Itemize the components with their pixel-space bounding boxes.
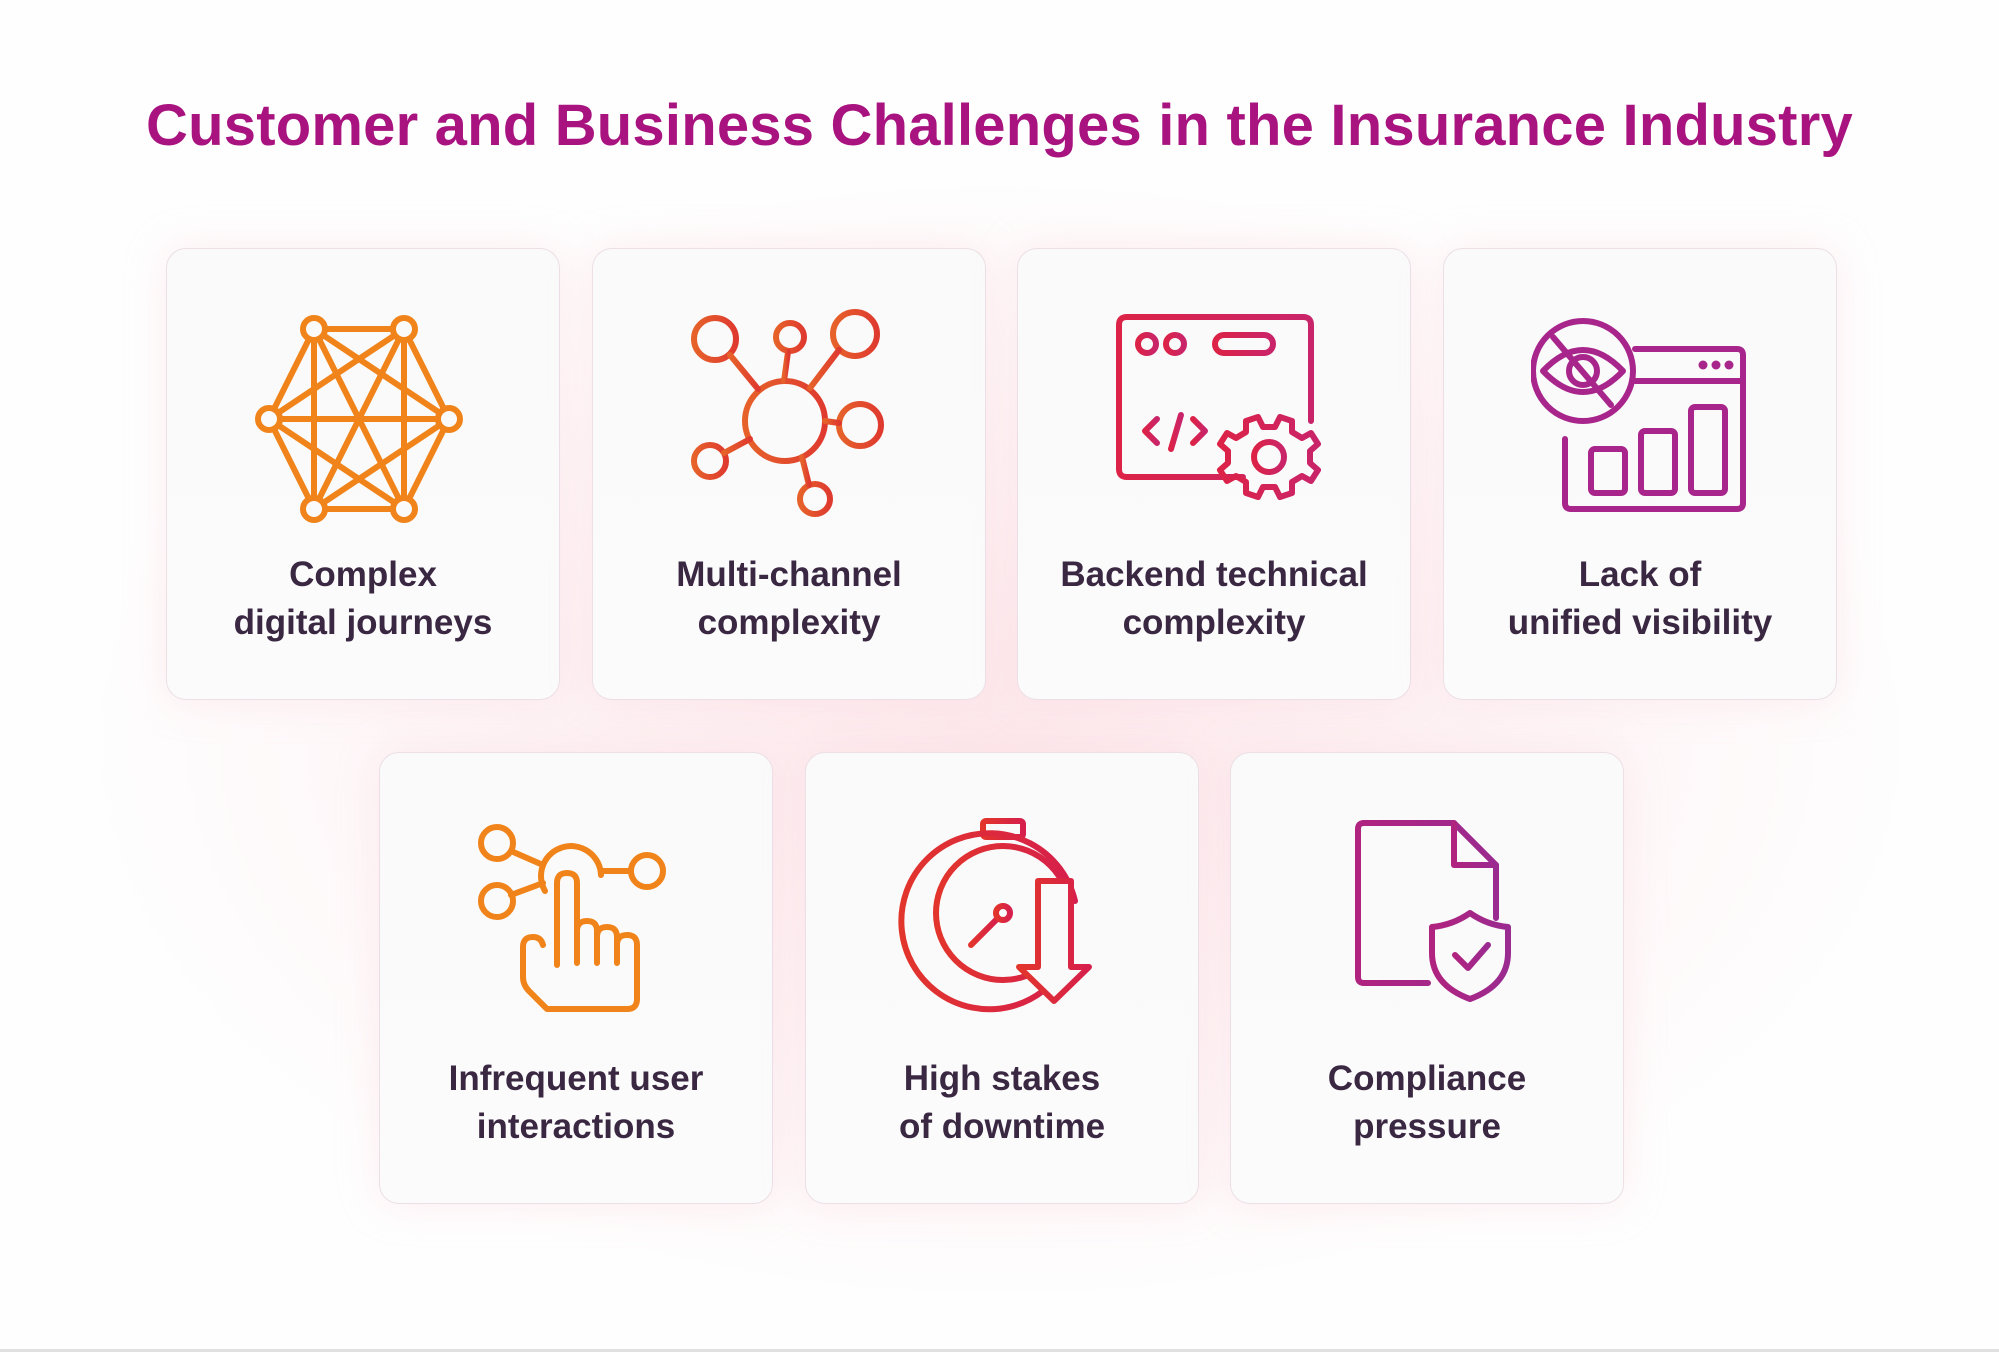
card-label: Multi-channel complexity <box>593 551 985 647</box>
card-label: High stakes of downtime <box>806 1055 1198 1151</box>
card-label: Lack of unified visibility <box>1444 551 1836 647</box>
challenge-card-infrequent-user-interactions: Infrequent user interactions <box>379 752 773 1204</box>
challenge-card-lack-of-unified-visibility: Lack of unified visibility <box>1443 248 1837 700</box>
card-label-line2: unified visibility <box>1507 603 1773 642</box>
hand-tap-nodes-icon <box>478 824 666 1012</box>
card-label: Infrequent user interactions <box>380 1055 772 1151</box>
card-label-line2: complexity <box>697 603 881 642</box>
card-label-line2: of downtime <box>898 1107 1106 1146</box>
card-label: Compliance pressure <box>1231 1055 1623 1151</box>
card-label-line1: Infrequent user <box>448 1059 704 1098</box>
network-mesh-icon <box>255 315 463 523</box>
challenge-card-multi-channel-complexity: Multi-channel complexity <box>592 248 986 700</box>
card-label-line1: Multi-channel <box>676 555 902 594</box>
card-label-line1: Lack of <box>1578 555 1702 594</box>
card-label-line2: complexity <box>1122 603 1306 642</box>
card-label-line2: digital journeys <box>233 603 493 642</box>
page-title: Customer and Business Challenges in the … <box>146 93 1853 158</box>
card-label: Backend technical complexity <box>1018 551 1410 647</box>
card-label-line2: interactions <box>476 1107 676 1146</box>
bottom-divider <box>0 1349 1999 1352</box>
card-label-line1: Backend technical <box>1060 555 1368 594</box>
card-label: Complex digital journeys <box>167 551 559 647</box>
challenge-card-backend-technical-complexity: Backend technical complexity <box>1017 248 1411 700</box>
stopwatch-down-arrow-icon <box>898 818 1092 1013</box>
challenge-card-high-stakes-of-downtime: High stakes of downtime <box>805 752 1199 1204</box>
challenge-card-compliance-pressure: Compliance pressure <box>1230 752 1624 1204</box>
code-window-gear-icon <box>1116 314 1321 500</box>
hub-nodes-icon <box>691 309 884 517</box>
card-label-line1: High stakes <box>903 1059 1101 1098</box>
card-label-line1: Compliance <box>1327 1059 1527 1098</box>
card-label-line2: pressure <box>1353 1107 1501 1146</box>
document-shield-check-icon <box>1355 820 1511 1002</box>
card-label-line1: Complex <box>289 555 437 594</box>
hidden-eye-dashboard-icon <box>1531 318 1746 512</box>
challenge-card-complex-digital-journeys: Complex digital journeys <box>166 248 560 700</box>
